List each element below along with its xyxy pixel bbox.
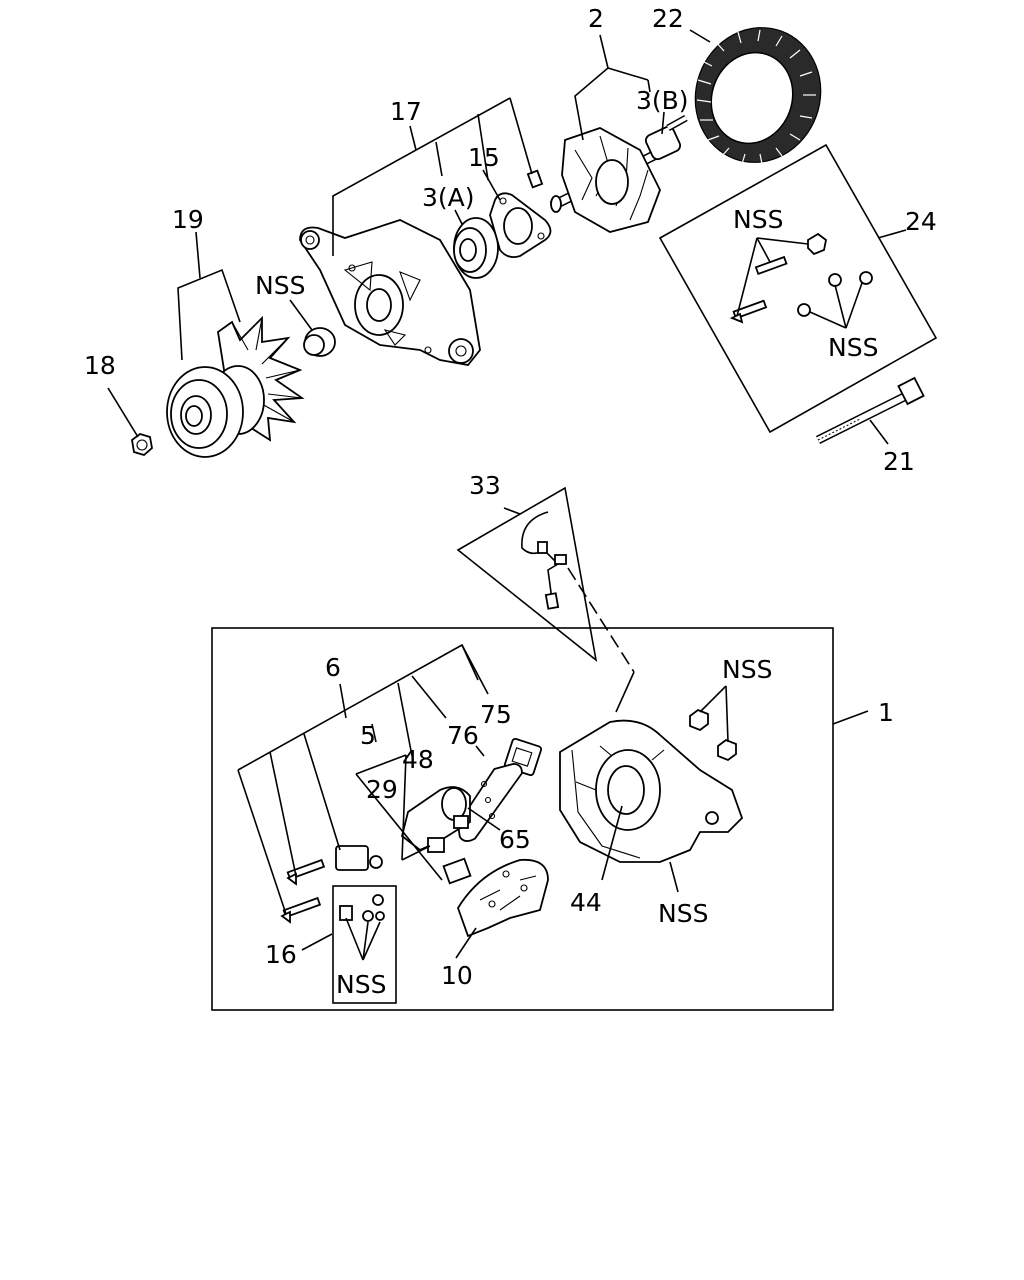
- label-1: 1: [878, 698, 894, 727]
- label-22: 22: [652, 4, 684, 33]
- bearing-a-icon: [453, 217, 499, 279]
- label-17: 17: [390, 97, 422, 126]
- leader-nss-nuts-2: [725, 685, 729, 743]
- label-2: 2: [588, 4, 604, 33]
- label-18: 18: [84, 351, 116, 380]
- label-3b: 3(B): [636, 86, 689, 115]
- label-6: 6: [325, 653, 341, 682]
- capacitor-icon: [335, 845, 383, 871]
- through-bolt-icon: [815, 376, 925, 445]
- leader-1: [832, 710, 869, 725]
- label-29: 29: [366, 775, 398, 804]
- screw-set-left: [280, 858, 326, 924]
- label-nss-kit-top: NSS: [733, 205, 783, 234]
- rectifier-icon: [457, 858, 549, 938]
- label-48: 48: [402, 745, 434, 774]
- bearing-nss-icon: [303, 327, 336, 357]
- connector-icon: [442, 857, 472, 885]
- nss-screw-box: [332, 885, 397, 1004]
- rear-assembly-box: [211, 627, 834, 1011]
- label-nss-nuts: NSS: [722, 655, 772, 684]
- label-nss-kit-bottom: NSS: [828, 333, 878, 362]
- leader-lines-upper: [107, 29, 907, 445]
- label-nss-bearing: NSS: [255, 271, 305, 300]
- front-housing-icon: [299, 219, 481, 366]
- label-3a: 3(A): [422, 183, 475, 212]
- label-16: 16: [265, 940, 297, 969]
- hardware-kit-box: [658, 143, 938, 434]
- label-19: 19: [172, 205, 204, 234]
- nut-icon: [131, 433, 153, 457]
- retainer-plate-icon: [489, 192, 552, 259]
- label-76: 76: [447, 721, 479, 750]
- stator-icon: [694, 27, 822, 165]
- label-24: 24: [905, 207, 937, 236]
- leader-lines-lower: [237, 643, 679, 959]
- screw-icon: [526, 169, 544, 189]
- label-21: 21: [883, 447, 915, 476]
- label-15: 15: [468, 143, 500, 172]
- rotor-icon: [549, 114, 688, 233]
- label-nss-housing: NSS: [658, 899, 708, 928]
- wire-harness-icon: [456, 486, 635, 713]
- rear-housing-icon: [559, 708, 744, 863]
- label-33: 33: [469, 471, 501, 500]
- label-5: 5: [360, 721, 376, 750]
- label-65: 65: [499, 825, 531, 854]
- leader-nss-nuts: [699, 685, 727, 713]
- label-10: 10: [441, 961, 473, 990]
- pulley-icon: [166, 365, 265, 458]
- label-44: 44: [570, 888, 602, 917]
- terminal-plate-icon: [456, 762, 523, 842]
- regulator-icon: [400, 786, 471, 853]
- label-75: 75: [480, 700, 512, 729]
- label-nss-box: NSS: [336, 970, 386, 999]
